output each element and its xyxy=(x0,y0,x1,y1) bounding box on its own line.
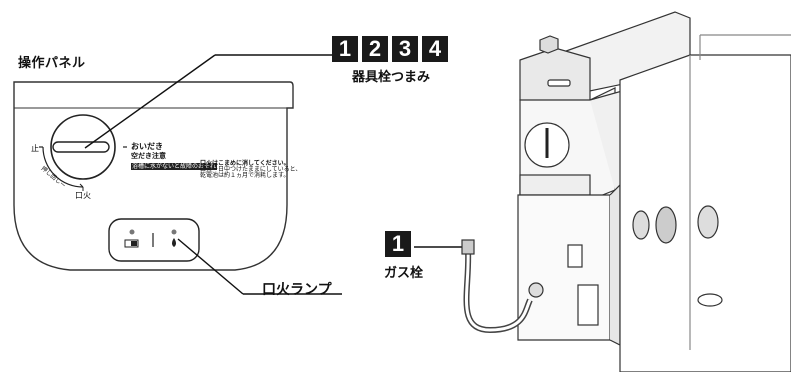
number-badge-4: 4 xyxy=(422,36,448,62)
boiler-unit xyxy=(461,11,791,372)
gas-number-badge: 1 xyxy=(385,231,415,257)
panel-title: 操作パネル xyxy=(18,56,86,71)
caution-sub-label: 浴槽に水がないと故障のおそれ xyxy=(131,163,218,170)
lamp-label: 口火ランプ xyxy=(262,282,332,298)
gas-label: ガス栓 xyxy=(384,266,424,281)
gas-number: 1 xyxy=(385,231,411,257)
caution-label: 空だき注意 xyxy=(131,152,166,160)
kuchibi-label: 口火 xyxy=(75,191,91,200)
valve-label: 器具栓つまみ xyxy=(352,70,431,85)
note-line-1: 口火はこまめに消してください。 xyxy=(200,160,290,167)
number-badge-3: 3 xyxy=(392,36,418,62)
valve-knob xyxy=(39,114,127,191)
note-line-2: 口火ー日中つけたままにしていると、 xyxy=(200,166,302,173)
stop-label: 止 xyxy=(31,144,39,153)
oidaki-label: おいだき xyxy=(131,142,163,151)
note-line-3: 乾電池は約１ヵ月で消耗します。 xyxy=(200,172,290,179)
number-badge-2: 2 xyxy=(362,36,388,62)
lamp-window xyxy=(108,218,200,262)
number-badge-1: 1 xyxy=(332,36,358,62)
